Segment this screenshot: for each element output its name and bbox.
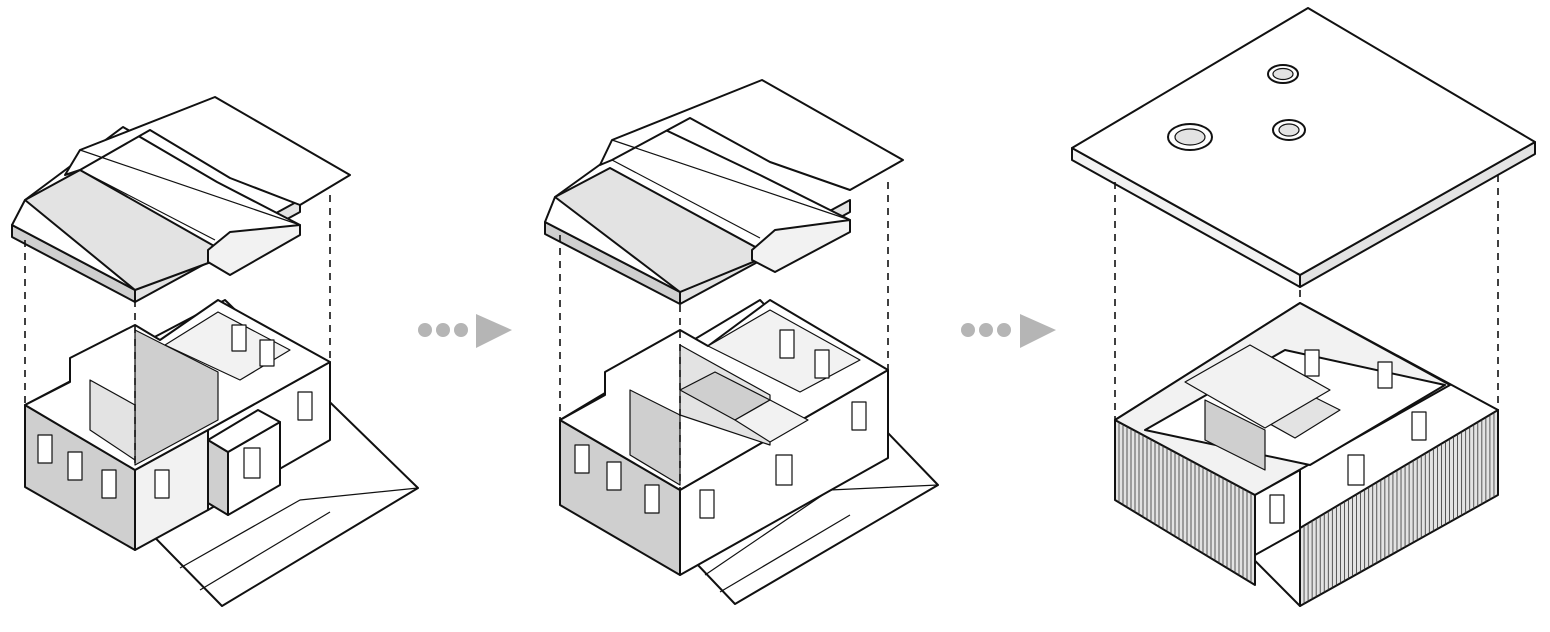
house-walls [559,299,889,576]
flat-roof-with-skylights [1071,7,1536,288]
stage-1 [11,96,419,607]
stage-2 [544,79,939,605]
gable-roof [11,96,351,303]
house-walls [24,299,331,551]
skylight-icon [1167,123,1213,151]
projection-lines [24,195,331,470]
house-with-slatted-facade [1114,302,1499,607]
dots-arrow-1 [418,314,512,348]
dots-arrow-2 [961,314,1056,348]
projection-lines [1114,175,1499,420]
stage-3 [1071,7,1536,607]
skylight-icon [1267,64,1299,84]
skylight-icon [1272,119,1306,141]
projection-lines [559,182,889,490]
gable-roof [544,79,904,305]
